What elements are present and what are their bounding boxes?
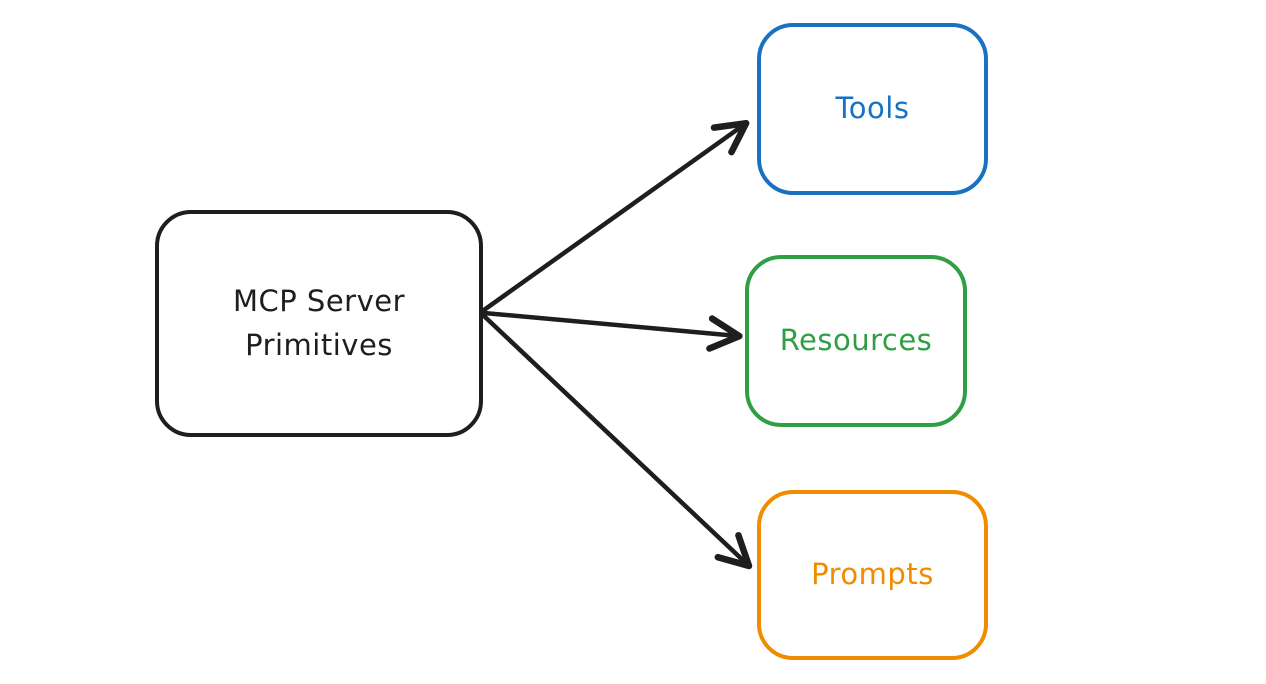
node-tools: Tools — [757, 23, 988, 195]
arrow-mcp-to-prompts — [481, 313, 753, 570]
arrow-mcp-to-resources — [481, 310, 743, 352]
node-mcp-server-primitives: MCP Server Primitives — [155, 210, 483, 437]
node-resources: Resources — [745, 255, 967, 427]
arrow-mcp-to-tools — [481, 119, 750, 313]
node-prompts-label: Prompts — [811, 557, 934, 592]
node-tools-label: Tools — [835, 91, 910, 126]
node-prompts: Prompts — [757, 490, 988, 660]
node-mcp-server-primitives-label: MCP Server Primitives — [232, 284, 406, 362]
node-resources-label: Resources — [779, 323, 933, 358]
